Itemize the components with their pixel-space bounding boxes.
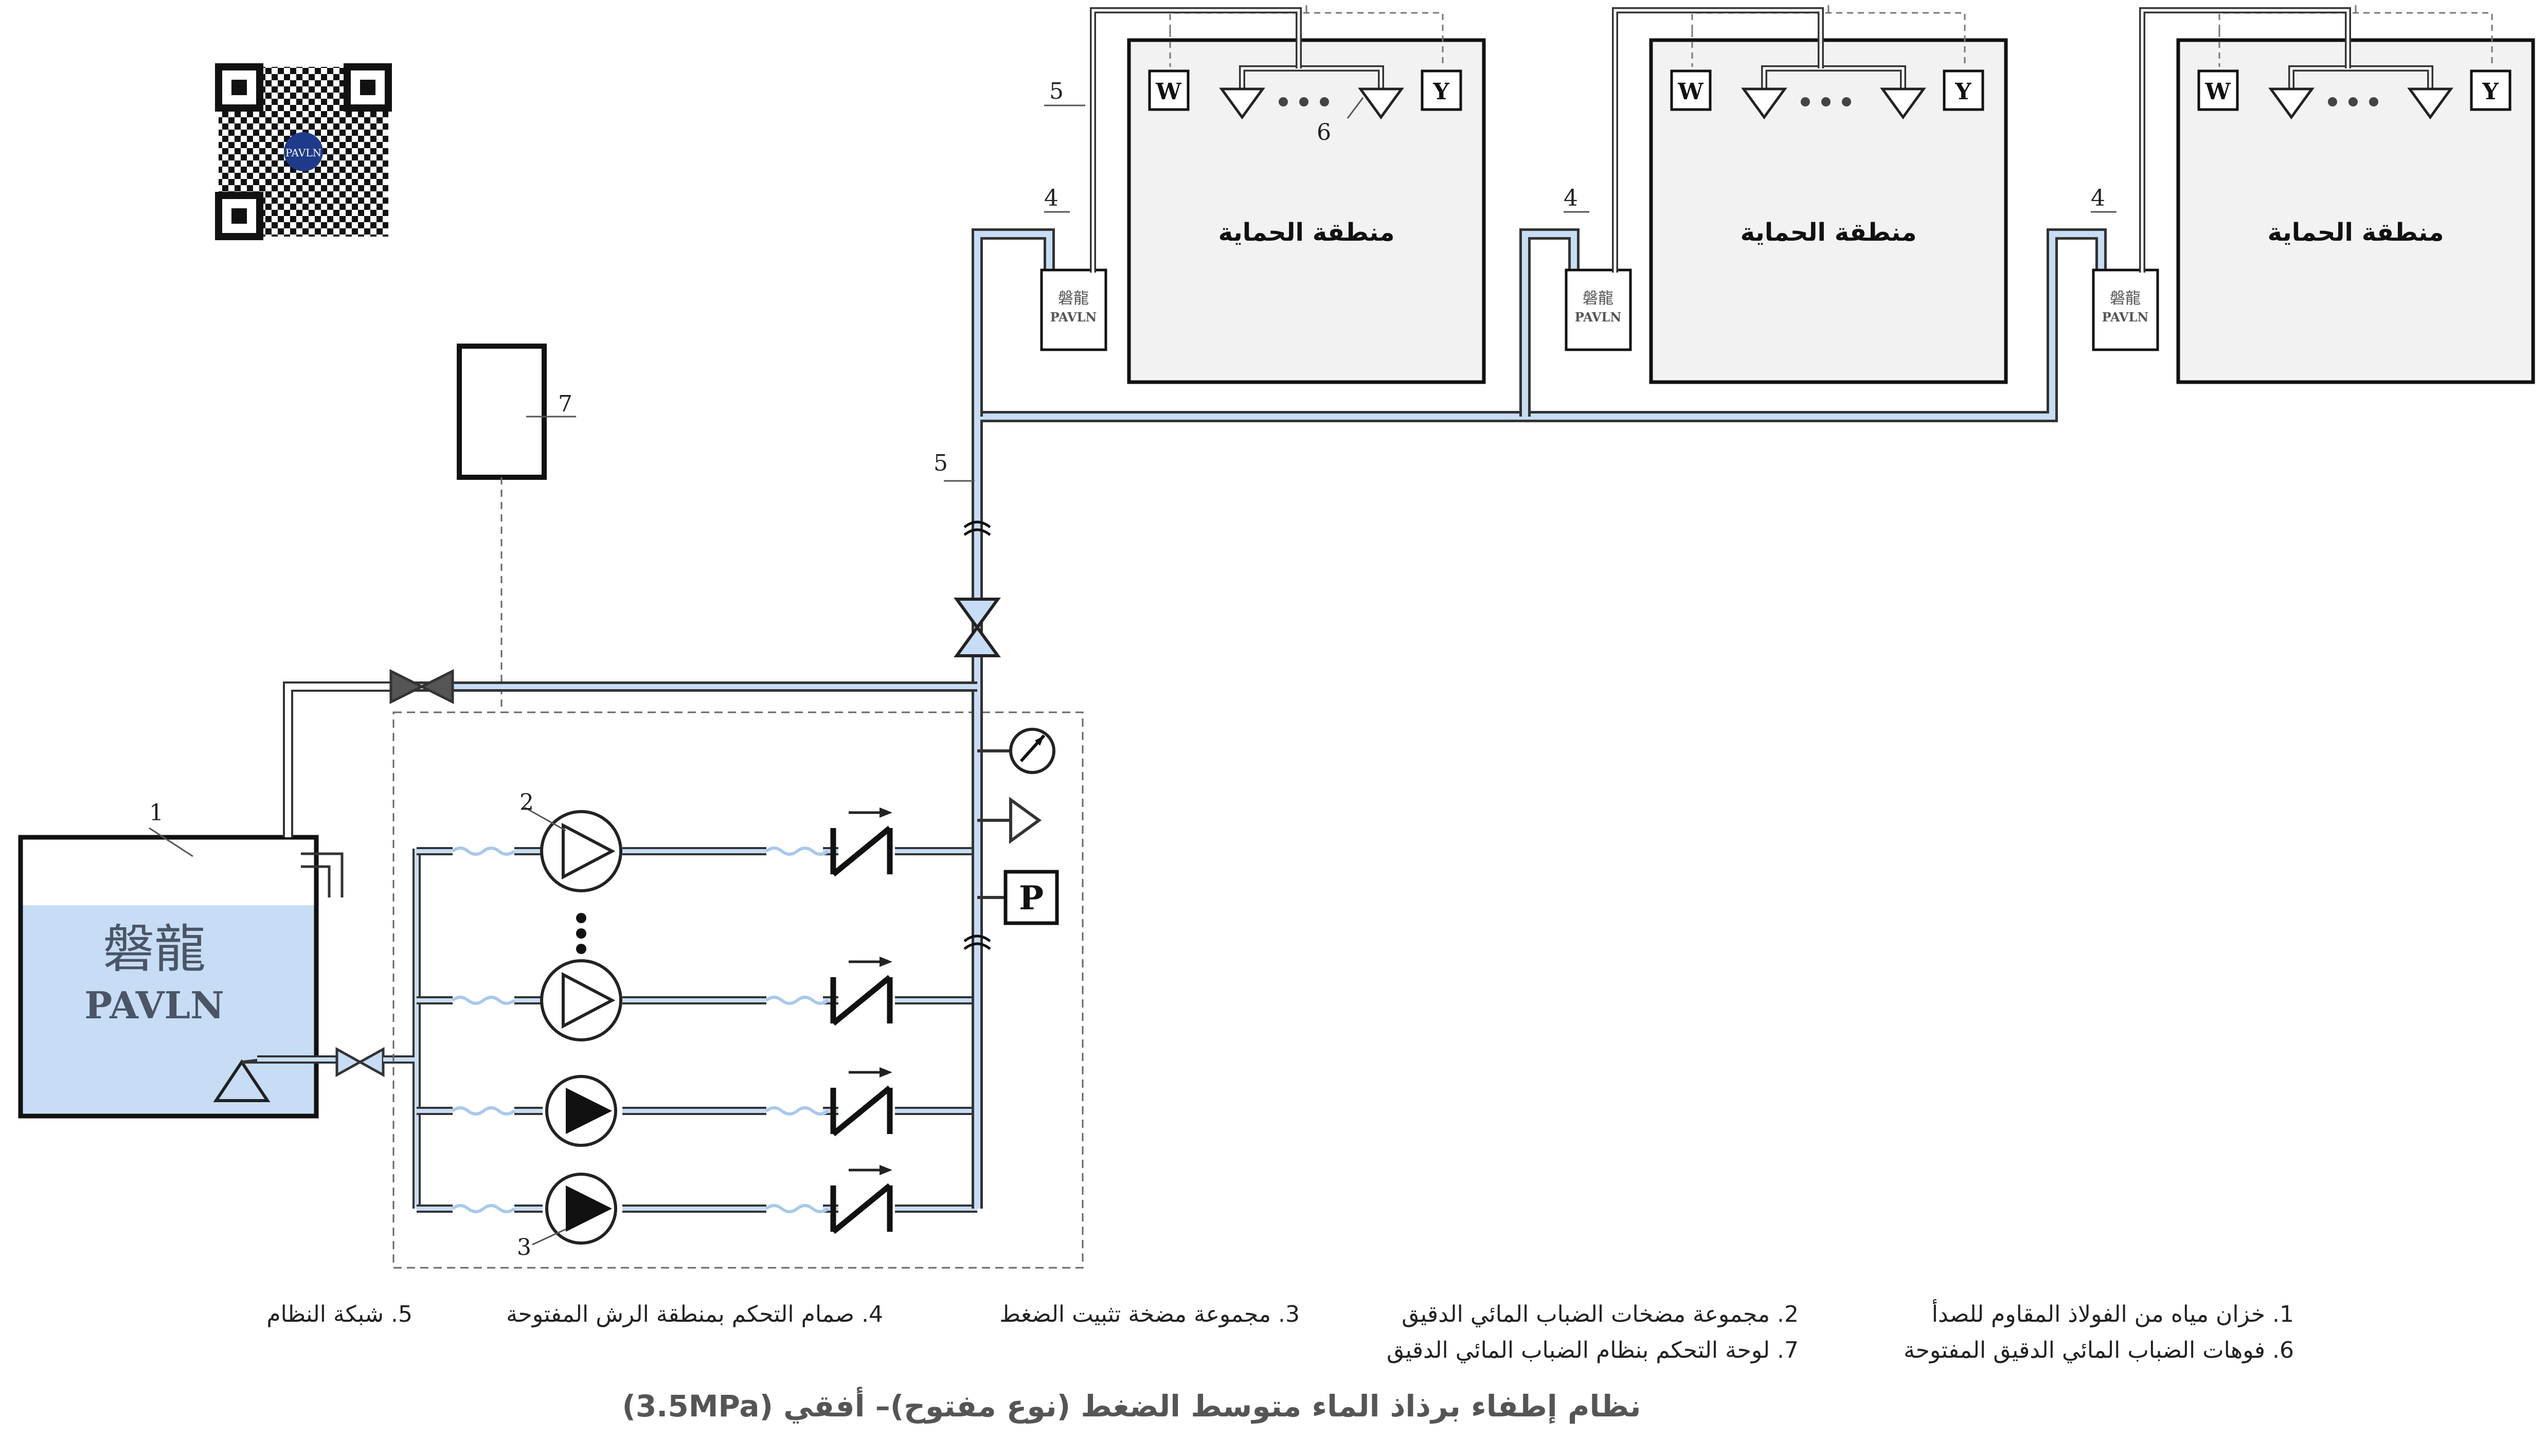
suction-manifold	[257, 849, 421, 1209]
protection-zones: W Y منطقة الحماية W Y منطقة الحماية W Y منطقة ال…	[1090, 5, 2535, 384]
svg-text:磐龍: 磐龍	[2110, 290, 2141, 308]
control-panel: 7	[457, 344, 576, 712]
svg-text:PAVLN: PAVLN	[1050, 310, 1097, 325]
zone-title: منطقة الحماية	[2268, 218, 2444, 247]
nozzle-icon	[2407, 87, 2453, 120]
svg-text:P: P	[1019, 879, 1044, 918]
svg-text:PAVLN: PAVLN	[2102, 310, 2149, 325]
zone-w-tag: W	[1155, 79, 1181, 105]
pump-dots	[576, 913, 586, 954]
water-tank: 磐龍 PAVLN 1	[18, 681, 391, 1119]
nozzle-icon	[1880, 87, 1926, 120]
nozzle-icon	[2268, 87, 2315, 120]
label-7: 7	[558, 391, 572, 417]
label-6: 6	[1317, 119, 1331, 146]
legend-item-4: 4. صمام التحكم بمنطقة الرش المفتوحة	[506, 1301, 883, 1327]
label-3: 3	[517, 1234, 531, 1261]
test-return-valve	[389, 669, 454, 705]
pump-row-1	[417, 806, 977, 892]
zone-valve-2: 磐龍 PAVLN	[1565, 268, 1632, 351]
nozzle-icon	[1358, 87, 1404, 120]
legend-item-6: 6. فوهات الضباب المائي الدقيق المفتوحة	[1904, 1337, 2294, 1363]
legend-item-1: 1. خزان مياه من الفولاذ المقاوم للصدأ	[1931, 1301, 2294, 1327]
pump-room-boundary	[392, 711, 1084, 1269]
zone-y-tag: Y	[2482, 79, 2499, 105]
zone-title: منطقة الحماية	[1218, 218, 1395, 247]
zone-title: منطقة الحماية	[1741, 218, 1917, 247]
protection-zone-1: W Y منطقة الحماية	[1090, 5, 1486, 384]
zone-valve-1: 磐龍 PAVLN	[1040, 268, 1107, 351]
protection-zone-3: W Y منطقة الحماية	[2139, 5, 2535, 384]
legend-item-2: 2. مجموعة مضخات الضباب المائي الدقيق	[1402, 1301, 1799, 1327]
label-4-a: 4	[1044, 185, 1059, 211]
tank-brand-cn: 磐龍	[103, 919, 206, 979]
protection-zone-2: W Y منطقة الحماية	[1612, 5, 2008, 384]
zone-w-tag: W	[2204, 79, 2231, 105]
zone-y-tag: Y	[1432, 79, 1449, 105]
pump-row-3	[417, 1067, 977, 1147]
nozzle-icon	[1741, 87, 1787, 120]
zone-w-tag: W	[1677, 79, 1703, 105]
svg-text:PAVLN: PAVLN	[1575, 310, 1622, 325]
zone-valve-3: 磐龍 PAVLN	[2092, 268, 2159, 351]
svg-text:PAVLN: PAVLN	[285, 147, 321, 159]
label-5-branch: 5	[1049, 78, 1064, 104]
qr-code: PAVLN	[215, 63, 392, 240]
legend-item-5: 5. شبكة النظام	[266, 1301, 412, 1327]
legend-item-7: 7. لوحة التحكم بنظام الضباب المائي الدقي…	[1386, 1337, 1799, 1363]
label-4-b: 4	[1564, 185, 1578, 211]
nozzle-icon	[1219, 87, 1265, 120]
pump-rows: 2 3	[417, 789, 977, 1261]
discharge-piping: 5	[391, 228, 2107, 1209]
suction-valve	[335, 1047, 385, 1077]
drain-outlet	[977, 797, 1042, 844]
figure-caption: نظام إطفاء برذاذ الماء متوسط الضغط (نوع …	[622, 1389, 1641, 1424]
svg-text:磐龍: 磐龍	[1583, 290, 1613, 308]
label-5-main: 5	[934, 450, 948, 476]
zone-y-tag: Y	[1954, 79, 1971, 105]
tank-brand-latin: PAVLN	[84, 983, 224, 1027]
svg-text:磐龍: 磐龍	[1058, 290, 1089, 308]
pressure-gauge	[977, 728, 1055, 774]
label-1: 1	[149, 800, 164, 826]
pump-row-2	[417, 957, 977, 1041]
pump-row-4	[417, 1165, 977, 1246]
pressure-switch: P	[977, 870, 1059, 925]
label-2: 2	[519, 789, 534, 816]
label-4-c: 4	[2091, 185, 2105, 211]
main-gate-valve	[954, 598, 1001, 657]
legend-item-3: 3. مجموعة مضخة تثبيت الضغط	[999, 1301, 1300, 1327]
